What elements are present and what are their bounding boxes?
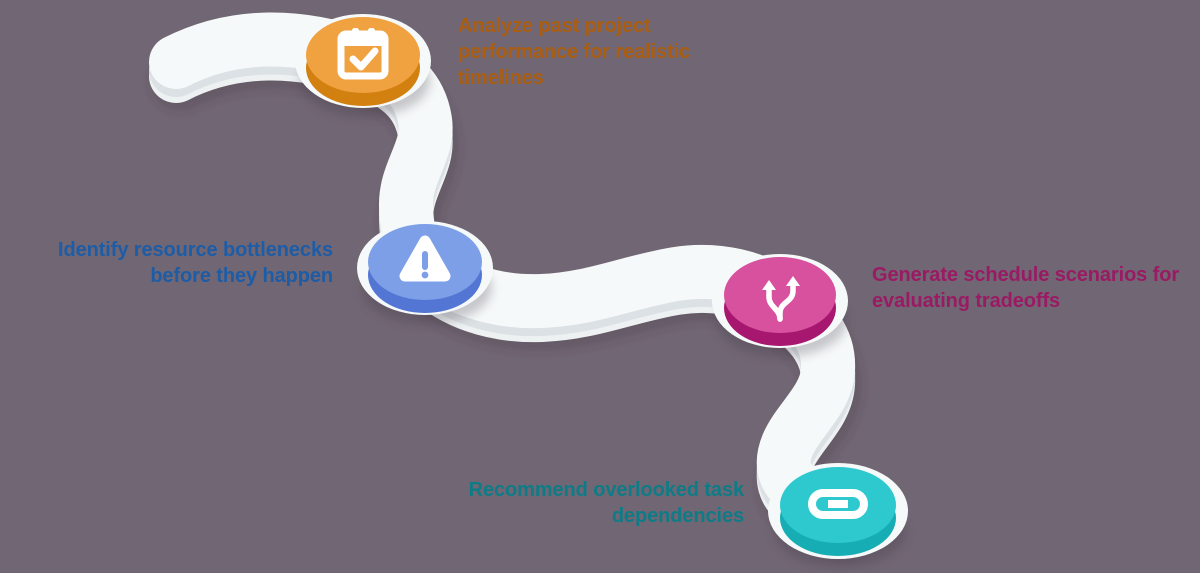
warning-triangle-icon [399,235,451,282]
link-icon [808,489,868,519]
milestone-label-identify-bottlenecks: Identify resource bottlenecks before the… [58,239,333,287]
badge-face [306,17,420,93]
milestone-badge-analyze-past-performance [295,14,431,117]
calendar-check-icon [337,28,389,80]
milestone-label-analyze-past-performance: Analyze past project performance for rea… [458,15,691,89]
branching-arrows-icon [762,276,800,322]
badge-face [724,257,836,333]
milestone-label-generate-scenarios: Generate schedule scenarios for evaluati… [872,264,1180,312]
milestone-badge-identify-bottlenecks [357,221,493,324]
milestone-badge-recommend-dependencies [768,463,908,567]
milestone-label-recommend-dependencies: Recommend overlooked task dependencies [468,479,744,527]
milestone-badge-generate-scenarios [712,254,848,357]
